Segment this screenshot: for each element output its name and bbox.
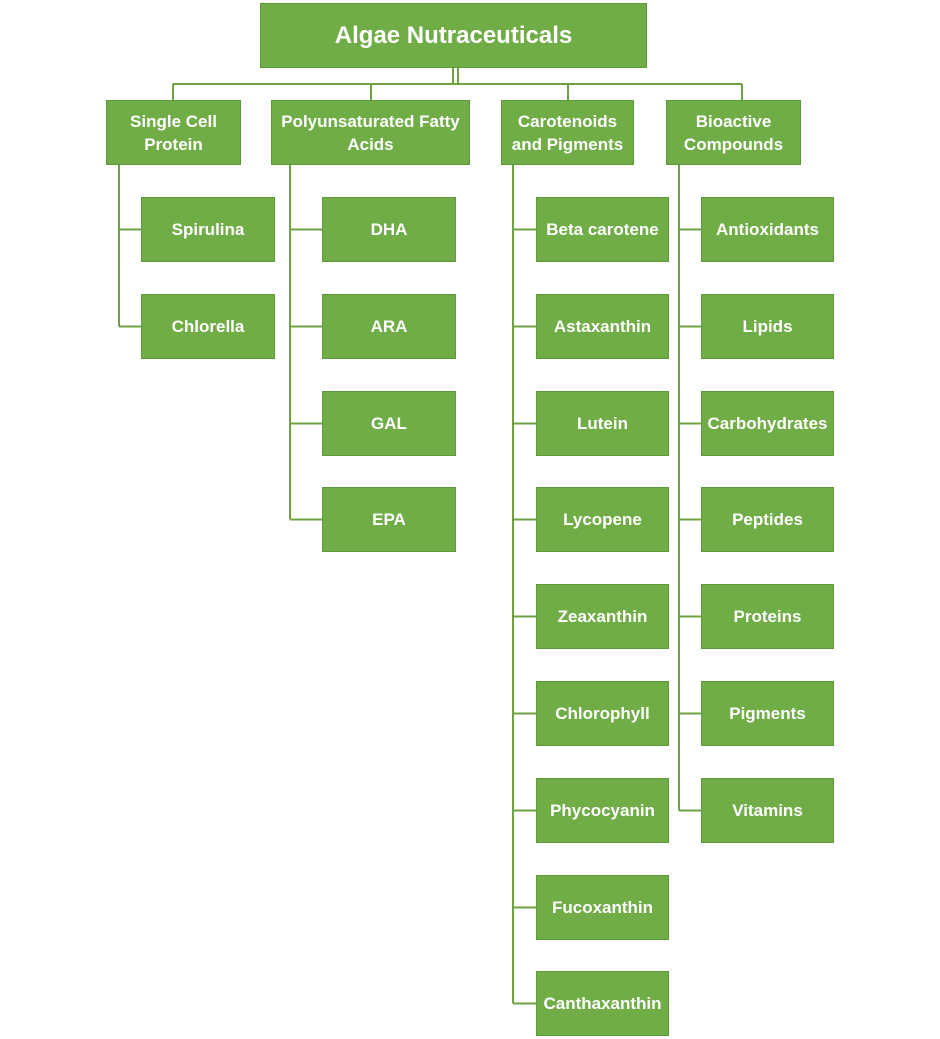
leaf-label: Peptides [732, 510, 803, 529]
leaf-phycocyanin: Phycocyanin [536, 778, 669, 843]
leaf-pigments: Pigments [701, 681, 834, 746]
leaf-zeaxanthin: Zeaxanthin [536, 584, 669, 649]
leaf-chlorophyll: Chlorophyll [536, 681, 669, 746]
leaf-ara: ARA [322, 294, 456, 359]
leaf-label: Chlorella [171, 317, 245, 336]
leaf-lycopene: Lycopene [536, 487, 669, 552]
leaf-label: Proteins [733, 607, 802, 626]
leaf-lutein: Lutein [536, 391, 669, 456]
leaf-label: Carbohydrates [707, 414, 828, 433]
category-label: Carotenoids and Pigments [511, 111, 624, 154]
root-node: Algae Nutraceuticals [260, 3, 647, 68]
leaf-label: EPA [372, 510, 406, 529]
leaf-lipids: Lipids [701, 294, 834, 359]
leaf-label: Vitamins [732, 801, 803, 820]
leaf-label: GAL [371, 414, 407, 433]
leaf-label: Antioxidants [716, 220, 819, 239]
leaf-label: Spirulina [171, 220, 245, 239]
category-carotenoids-and-pigments: Carotenoids and Pigments [501, 100, 634, 165]
leaf-label: Lutein [577, 414, 628, 433]
leaf-label: DHA [370, 220, 408, 239]
leaf-astaxanthin: Astaxanthin [536, 294, 669, 359]
leaf-vitamins: Vitamins [701, 778, 834, 843]
leaf-antioxidants: Antioxidants [701, 197, 834, 262]
leaf-carbohydrates: Carbohydrates [701, 391, 834, 456]
leaf-label: Pigments [729, 704, 806, 723]
root-label: Algae Nutraceuticals [334, 22, 573, 49]
leaf-gal: GAL [322, 391, 456, 456]
leaf-canthaxanthin: Canthaxanthin [536, 971, 669, 1036]
leaf-label: Chlorophyll [555, 704, 650, 723]
leaf-label: Lipids [742, 317, 793, 336]
category-label: Bioactive Compounds [683, 111, 784, 154]
leaf-epa: EPA [322, 487, 456, 552]
leaf-label: Lycopene [563, 510, 642, 529]
leaf-label: Canthaxanthin [543, 994, 662, 1013]
leaf-chlorella: Chlorella [141, 294, 275, 359]
category-label: Single Cell Protein [130, 111, 217, 154]
leaf-label: ARA [370, 317, 408, 336]
leaf-label: Fucoxanthin [551, 898, 654, 917]
leaf-peptides: Peptides [701, 487, 834, 552]
leaf-proteins: Proteins [701, 584, 834, 649]
leaf-label: Astaxanthin [553, 317, 652, 336]
category-single-cell-protein: Single Cell Protein [106, 100, 241, 165]
category-polyunsaturated-fatty-acids: Polyunsaturated Fatty Acids [271, 100, 470, 165]
leaf-dha: DHA [322, 197, 456, 262]
leaf-spirulina: Spirulina [141, 197, 275, 262]
leaf-beta-carotene: Beta carotene [536, 197, 669, 262]
leaf-label: Zeaxanthin [557, 607, 648, 626]
leaf-label: Beta carotene [546, 220, 659, 239]
category-bioactive-compounds: Bioactive Compounds [666, 100, 801, 165]
leaf-label: Phycocyanin [550, 801, 655, 820]
leaf-fucoxanthin: Fucoxanthin [536, 875, 669, 940]
category-label: Polyunsaturated Fatty Acids [281, 111, 460, 154]
